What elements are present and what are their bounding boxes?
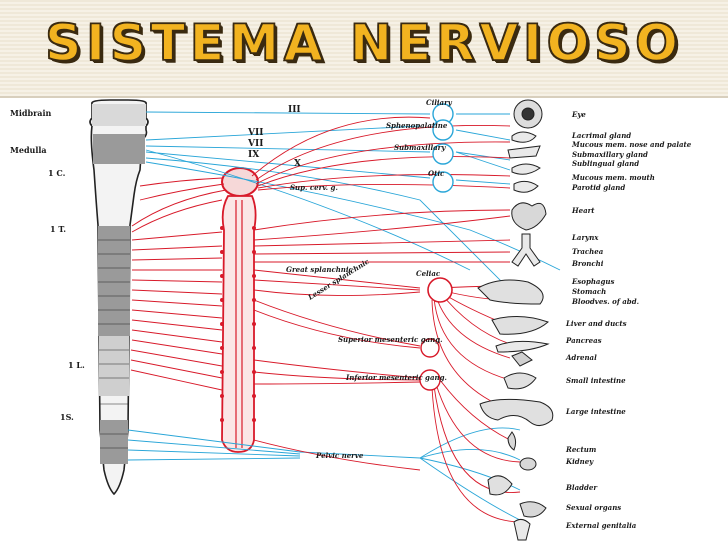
organ-label-adrenal: Adrenal — [565, 353, 597, 362]
nose-sketch — [507, 145, 541, 159]
label-inferior-mesenteric: Inferior mesenteric gang. — [345, 373, 447, 382]
organ-label-kidney: Kidney — [565, 457, 594, 466]
small-intestine-sketch — [503, 372, 537, 390]
adrenal-sketch — [511, 351, 533, 367]
label-s1: 1S. — [60, 412, 74, 422]
heart-sketch — [511, 202, 547, 231]
label-ciliary: Ciliary — [426, 98, 453, 107]
label-nerve-vii: VII — [247, 128, 263, 138]
organ-label-larynx: Larynx — [571, 233, 599, 242]
mouth-sketch — [511, 163, 541, 175]
postganglionic-sympathetic-fibres — [251, 116, 521, 523]
label-celiac: Celiac — [416, 269, 441, 278]
organ-label-mucous-nose: Mucous mem. nose and palate — [571, 140, 692, 149]
organ-label-lacrimal-gland: Lacrimal gland — [571, 131, 631, 140]
label-nerve-viii: VII — [247, 139, 263, 149]
organ-labels: Eye Lacrimal gland Mucous mem. nose and … — [565, 110, 692, 530]
label-great-splanchnic: Great splanchnic — [286, 265, 354, 274]
organ-label-liver: Liver and ducts — [565, 319, 627, 328]
kidney-sketch — [519, 457, 537, 471]
organ-label-small-intestine: Small intestine — [566, 376, 626, 385]
organ-label-external-genitalia: External genitalia — [565, 521, 637, 530]
parasympathetic-fibres — [127, 111, 561, 521]
organ-label-large-intestine: Large intestine — [565, 407, 626, 416]
large-intestine-sketch — [479, 398, 554, 426]
label-t1: 1 T. — [50, 224, 66, 234]
organ-label-mucous-mouth: Mucous mem. mouth — [571, 173, 655, 182]
autonomic-ganglia — [419, 103, 454, 391]
organ-label-esophagus: Esophagus — [571, 277, 614, 286]
organ-label-bladder: Bladder — [565, 483, 598, 492]
external-genitalia-sketch — [513, 518, 531, 541]
organ-label-sexual-organs: Sexual organs — [566, 503, 621, 512]
label-sphenopalatine: Sphenopalatine — [386, 121, 448, 130]
label-nerve-ix: IX — [248, 150, 259, 160]
organ-label-sublingual-gland: Sublingual gland — [572, 159, 639, 168]
organ-label-bronchi: Bronchi — [571, 259, 604, 268]
organ-label-pancreas: Pancreas — [565, 336, 602, 345]
label-pelvic-nerve: Pelvic nerve — [315, 451, 364, 460]
label-sup-cerv-ganglion: Sup. cerv. g. — [290, 183, 338, 192]
rectum-sketch — [507, 431, 517, 451]
liver-sketch — [491, 316, 549, 335]
organ-label-stomach: Stomach — [572, 287, 606, 296]
organ-label-trachea: Trachea — [572, 247, 604, 256]
larynx-sketch — [511, 233, 541, 267]
preganglionic-sympathetic-fibres — [130, 177, 227, 391]
organ-label-heart: Heart — [571, 206, 595, 215]
parotid-sketch — [513, 180, 539, 193]
organ-label-bloodvessels: Bloodves. of abd. — [571, 297, 639, 306]
label-submaxillary: Submaxillary — [394, 143, 446, 152]
label-l1: 1 L. — [68, 360, 85, 370]
label-superior-mesenteric: Superior mesenteric gang. — [338, 335, 443, 344]
sympathetic-chain — [220, 167, 259, 453]
label-c1: 1 C. — [48, 168, 66, 178]
label-midbrain: Midbrain — [10, 108, 52, 118]
organ-label-parotid-gland: Parotid gland — [571, 183, 625, 192]
pancreas-sketch — [495, 340, 550, 353]
sexual-organs-sketch — [519, 501, 547, 518]
title-banner: SISTEMA NERVIOSO — [0, 0, 728, 98]
spinal-cord-column — [89, 99, 149, 496]
label-otic: Otic — [428, 169, 445, 178]
label-nerve-x: X — [294, 159, 301, 169]
organ-sketches — [477, 99, 554, 541]
stomach-sketch — [477, 279, 544, 305]
label-medulla: Medulla — [10, 145, 47, 155]
lacrimal-sketch — [511, 131, 537, 143]
page-title: SISTEMA NERVIOSO — [44, 13, 683, 73]
eye-sketch — [513, 99, 543, 129]
organ-label-eye: Eye — [571, 110, 586, 119]
bladder-sketch — [487, 475, 513, 496]
organ-label-submaxillary-gland: Submaxillary gland — [572, 150, 648, 159]
label-nerve-iii: III — [288, 105, 301, 115]
organ-label-rectum: Rectum — [565, 445, 596, 454]
